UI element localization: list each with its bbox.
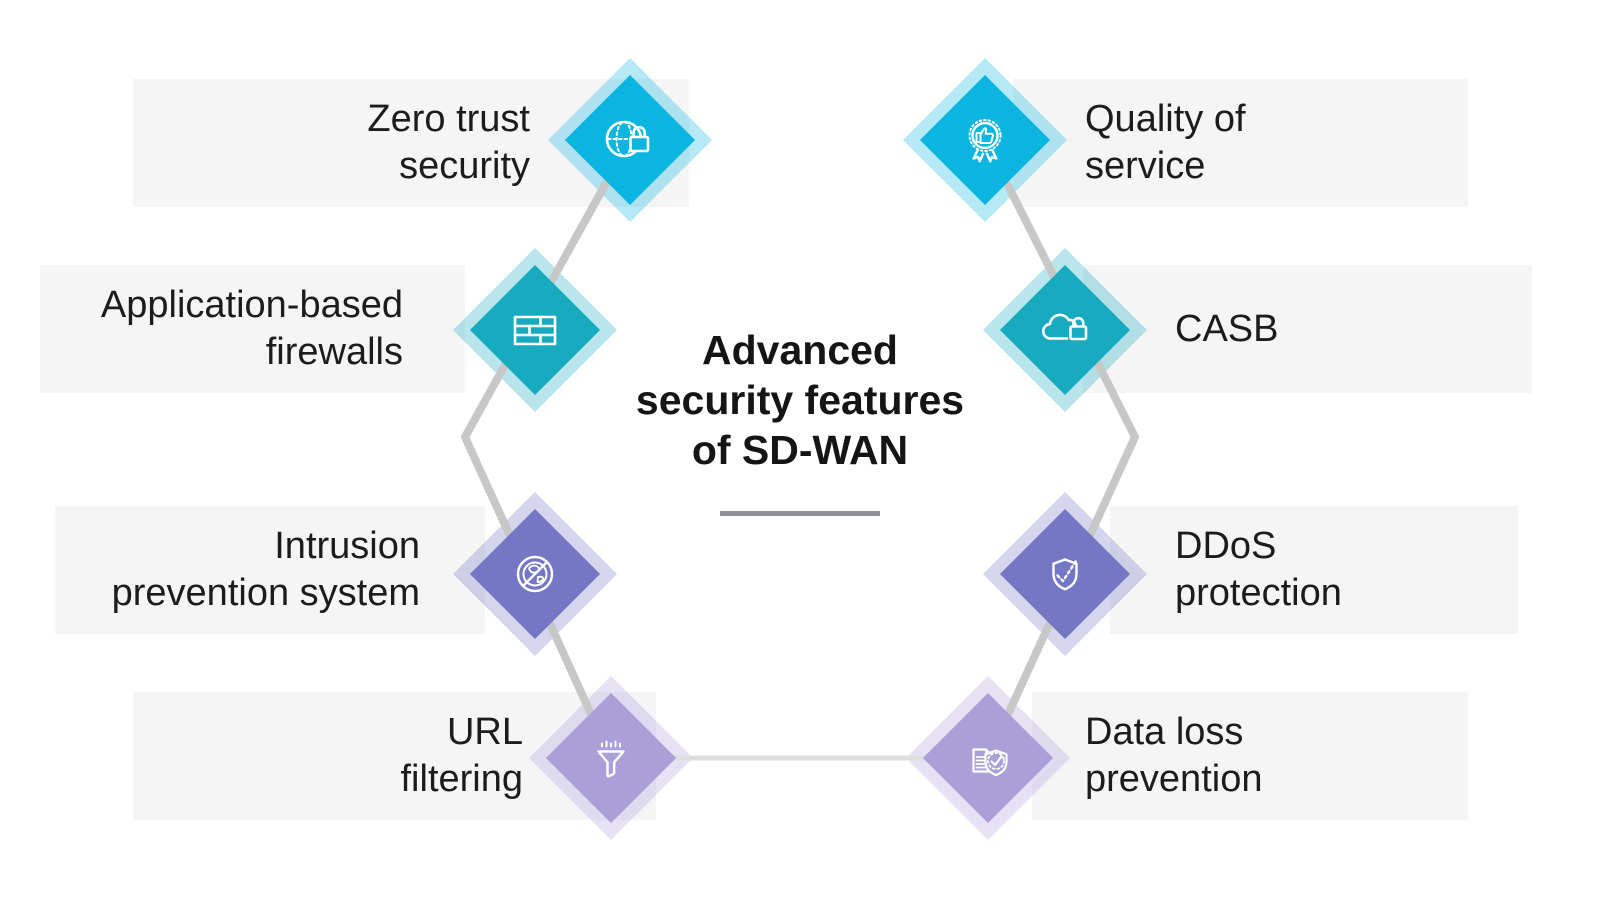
label-line: Quality of (1085, 98, 1246, 140)
row-bar-qos (1013, 79, 1468, 207)
diamond-ddos (983, 492, 1147, 656)
label-line: protection (1175, 572, 1342, 614)
blocked-globe-icon (516, 555, 554, 593)
diamond-url-filtering (529, 676, 693, 840)
label-line: prevention (1085, 758, 1263, 800)
diamond-zero-trust (548, 58, 712, 222)
connector-left-chain (461, 136, 634, 762)
diamond-qos (903, 58, 1067, 222)
label-line: filtering (400, 758, 524, 800)
label-line: Intrusion (274, 525, 420, 567)
label-qos: Quality of service (1085, 79, 1246, 207)
diamond-app-firewalls (453, 248, 617, 412)
label-line: prevention system (111, 572, 420, 614)
label-line: DDoS (1175, 525, 1277, 567)
label-app-firewalls: Application-based firewalls (101, 265, 403, 393)
row-bar-ddos (1110, 506, 1518, 634)
label-line: URL (446, 711, 523, 753)
title-divider (720, 511, 880, 516)
row-bar-ips (55, 506, 485, 634)
diamond-casb (983, 248, 1147, 412)
label-dlp: Data loss prevention (1085, 692, 1262, 820)
label-line: security (399, 145, 530, 187)
page-title: Advanced security features of SD-WAN (550, 325, 1050, 475)
document-shield-check-icon (972, 748, 1008, 777)
diamond-dlp (906, 676, 1070, 840)
label-ddos: DDoS protection (1175, 506, 1342, 634)
label-zero-trust: Zero trust security (367, 79, 530, 207)
label-line: Zero trust (367, 98, 530, 140)
title-line: security features (635, 377, 965, 423)
label-line: CASB (1175, 307, 1279, 350)
firewall-bricks-icon (513, 315, 557, 346)
label-ips: Intrusion prevention system (112, 506, 420, 634)
title-line: Advanced (702, 327, 898, 373)
connector-right-chain (981, 136, 1139, 762)
diamond-ips (453, 492, 617, 656)
row-bar-app-firewalls (40, 265, 465, 393)
globe-lock-icon (605, 120, 650, 158)
label-line: firewalls (265, 331, 403, 373)
label-line: service (1085, 145, 1206, 187)
label-casb: CASB (1175, 265, 1278, 393)
label-url-filtering: URL filtering (401, 692, 524, 820)
title-line: of SD-WAN (691, 427, 909, 473)
row-bar-casb (1083, 265, 1532, 393)
award-thumbs-up-icon (968, 119, 1002, 163)
shield-check-icon (1052, 558, 1079, 591)
row-bar-dlp (1032, 692, 1468, 820)
funnel-icon (597, 740, 625, 778)
cloud-lock-icon (1042, 313, 1088, 341)
label-line: Data loss (1085, 711, 1244, 753)
label-line: Application-based (100, 284, 403, 326)
